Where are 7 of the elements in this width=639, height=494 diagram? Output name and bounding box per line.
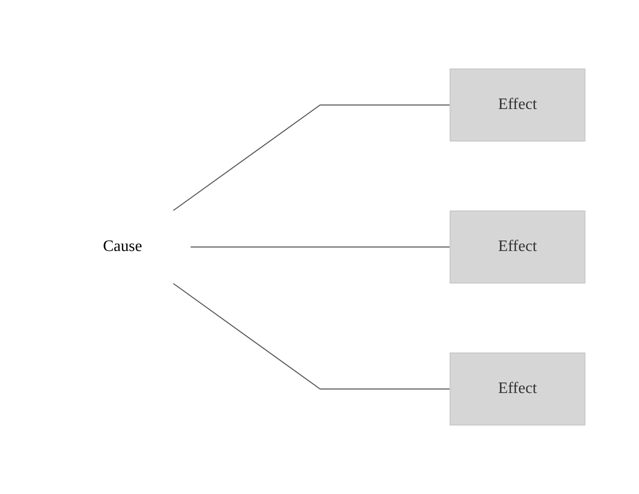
node-text: Cause [102,238,142,255]
node-box: Effect [449,210,585,284]
connector [172,282,450,390]
node-box: Effect [449,68,585,142]
node-box: Effect [449,352,585,426]
connector [172,104,450,212]
connector [189,246,450,248]
